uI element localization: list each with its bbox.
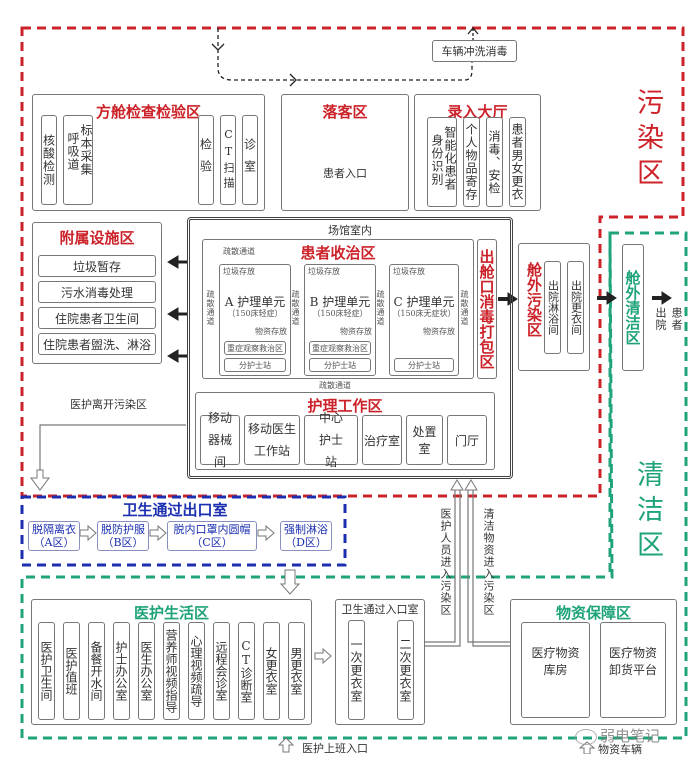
nursing-unit-b: 垃圾存放 B 护理单元 （150床轻症） 物资存放 重症观察救治区 分护士站	[304, 264, 376, 376]
vehicle-wash-box: 车辆冲洗消毒	[432, 40, 517, 62]
room-clinic: 诊室	[242, 115, 258, 205]
exit-step-a: 脱隔离衣（A区）	[28, 521, 80, 551]
staff-leave-line	[39, 424, 186, 484]
living-room: 医生办公室	[138, 622, 155, 720]
staff-living-area: 医护生活区 医护卫生间医护值班备餐开水间护士办公室医生办公室营养师视频指导心理视…	[31, 599, 312, 725]
outside-clean-area: 舱外清洁区	[622, 244, 644, 371]
watermark: 弱电笔记	[575, 725, 660, 746]
supply-support-area: 物资保障区 医疗物资库房 医疗物资卸货平台	[510, 599, 677, 725]
supply-support-title: 物资保障区	[555, 604, 631, 622]
auxiliary-arrows	[167, 255, 188, 363]
first-changing-room: 一次更衣室	[348, 620, 365, 720]
corridor-right: 疏散通道	[460, 290, 469, 326]
nursing-work-title: 护理工作区	[307, 397, 383, 415]
aux-waste: 垃圾暂存	[38, 255, 156, 277]
staff-leave-arrow	[30, 469, 50, 491]
nursing-work-area: 护理工作区 移动器械间 移动医生工作站 中心护士站 治疗室 处置室 门厅	[195, 392, 495, 470]
vehicle-route-arrow-in	[211, 43, 225, 51]
registration-hall: 录入大厅 智能化患者 身份识别 个人物品寄存 消毒、安检 患者男女更衣	[414, 94, 541, 211]
exit-disinfection-area: 出舱口消毒打包区	[477, 239, 497, 379]
supply-vehicle-arrow	[578, 741, 596, 754]
second-changing-room: 二次更衣室	[397, 620, 414, 720]
aux-sewage: 污水消毒处理	[38, 281, 156, 303]
staff-work-entrance-label: 医护上班入口	[302, 742, 368, 755]
corridor-bc: 疏散通道	[376, 290, 385, 326]
clean-zone-border	[20, 231, 688, 740]
drop-off-area: 落客区 患者入口	[281, 94, 409, 211]
outside-contaminated-area: 舱外污染区 出院淋浴间 出院更衣间	[518, 243, 590, 371]
contaminated-zone-label: 污染区	[632, 88, 663, 193]
wechat-icon	[575, 728, 597, 745]
discharge-shower: 出院淋浴间	[544, 261, 561, 354]
corridor-left: 疏散通道	[206, 290, 215, 326]
nursing-unit-a: 垃圾存放 A 护理单元 （150床轻症） 物资存放 重症观察救治区 分护士站	[219, 264, 291, 376]
room-nucleic: 核酸检测	[41, 115, 57, 205]
living-room: 男更衣室	[288, 622, 305, 720]
living-room: 心理视频疏导	[188, 622, 205, 720]
entry-hygiene-title: 卫生通过入口室	[341, 603, 419, 616]
room-central-station: 中心护士站	[304, 411, 358, 469]
living-room: 医护值班	[63, 622, 80, 720]
living-room: 营养师视频指导	[163, 622, 180, 720]
exit-step-d: 强制淋浴（D区）	[280, 521, 332, 551]
inspection-area-title: 方舱检查检验区	[95, 103, 201, 121]
patient-discharge-label: 患者出院	[654, 307, 683, 331]
discharge-changing: 出院更衣间	[567, 261, 584, 354]
aux-toilet: 住院患者卫生间	[38, 307, 156, 329]
room-changing: 患者男女更衣	[509, 117, 526, 207]
corridor-ab: 疏散通道	[291, 290, 300, 326]
to-clean-arrow	[597, 291, 617, 305]
vehicle-wash-label: 车辆冲洗消毒	[441, 45, 508, 58]
supply-vehicle-label: 物资车辆	[598, 743, 642, 756]
room-ct: CT扫描	[220, 115, 236, 205]
unloading-platform: 医疗物资卸货平台	[600, 622, 666, 718]
room-specimen: 标本采集 呼吸道	[63, 115, 93, 205]
room-disposal: 处置室	[406, 415, 443, 465]
staff-enter-label: 医护人员进入污染区	[439, 508, 452, 616]
staff-living-title: 医护生活区	[133, 604, 209, 622]
venue-label: 场馆室内	[328, 224, 372, 237]
exit-step-c: 脱内口罩内圆帽（C区）	[167, 521, 257, 551]
room-mobile-doctor: 移动医生工作站	[244, 415, 300, 465]
exit-to-living-arrow	[279, 569, 301, 595]
living-room: CT诊断室	[238, 622, 255, 720]
entry-hygiene-area: 卫生通过入口室 一次更衣室 二次更衣室	[335, 599, 425, 725]
registration-hall-title: 录入大厅	[447, 103, 508, 121]
medical-storage: 医疗物资库房	[521, 622, 590, 718]
staff-entrance-arrow	[277, 737, 295, 753]
vehicle-route-arrow-mid	[289, 73, 297, 87]
exit-step-arrows	[79, 524, 275, 542]
patient-area-title: 患者收治区	[300, 244, 376, 262]
corridor-top: 疏散通道	[223, 247, 255, 256]
living-room: 医护卫生间	[38, 622, 55, 720]
room-storage: 个人物品寄存	[463, 117, 480, 207]
room-security: 消毒、安检	[486, 117, 503, 207]
clean-zone-label: 清洁区	[632, 460, 663, 565]
exit-hygiene-title: 卫生通过出口室	[122, 501, 228, 519]
supplies-enter-label: 清洁物资进入污染区	[482, 508, 495, 616]
room-treatment: 治疗室	[362, 415, 402, 465]
corridor-bottom: 疏散通道	[319, 381, 351, 390]
venue-indoor: 场馆室内 患者收治区 疏散通道 疏散通道 疏散通道 疏散通道 疏散通道 垃圾存放…	[187, 217, 513, 479]
room-identity: 智能化患者 身份识别	[427, 117, 457, 207]
vehicle-route	[217, 28, 473, 81]
inspection-area: 方舱检查检验区 核酸检测 标本采集 呼吸道 检验 CT扫描 诊室	[32, 94, 265, 211]
living-room: 远程会诊室	[213, 622, 230, 720]
auxiliary-title: 附属设施区	[59, 229, 135, 247]
living-room: 备餐开水间	[88, 622, 105, 720]
room-lab: 检验	[198, 115, 214, 205]
staff-leave-label: 医护离开污染区	[70, 398, 147, 411]
drop-off-title: 落客区	[322, 103, 368, 121]
living-room: 护士办公室	[113, 622, 130, 720]
nursing-unit-c: 垃圾存放 C 护理单元 （150床无症状） 物资存放 分护士站	[389, 264, 459, 376]
auxiliary-area: 附属设施区 垃圾暂存 污水消毒处理 住院患者卫生间 住院患者盥洗、淋浴	[32, 222, 162, 364]
room-lobby: 门厅	[447, 415, 487, 465]
living-room: 女更衣室	[263, 622, 280, 720]
patient-area: 患者收治区 疏散通道 疏散通道 疏散通道 疏散通道 疏散通道 垃圾存放 A 护理…	[202, 239, 474, 379]
discharge-arrow	[652, 291, 672, 305]
patient-entrance-label: 患者入口	[323, 167, 367, 180]
room-mobile-equipment: 移动器械间	[200, 411, 240, 469]
exit-step-b: 脱防护服（B区）	[97, 521, 149, 551]
aux-shower: 住院患者盥洗、淋浴	[38, 333, 156, 355]
